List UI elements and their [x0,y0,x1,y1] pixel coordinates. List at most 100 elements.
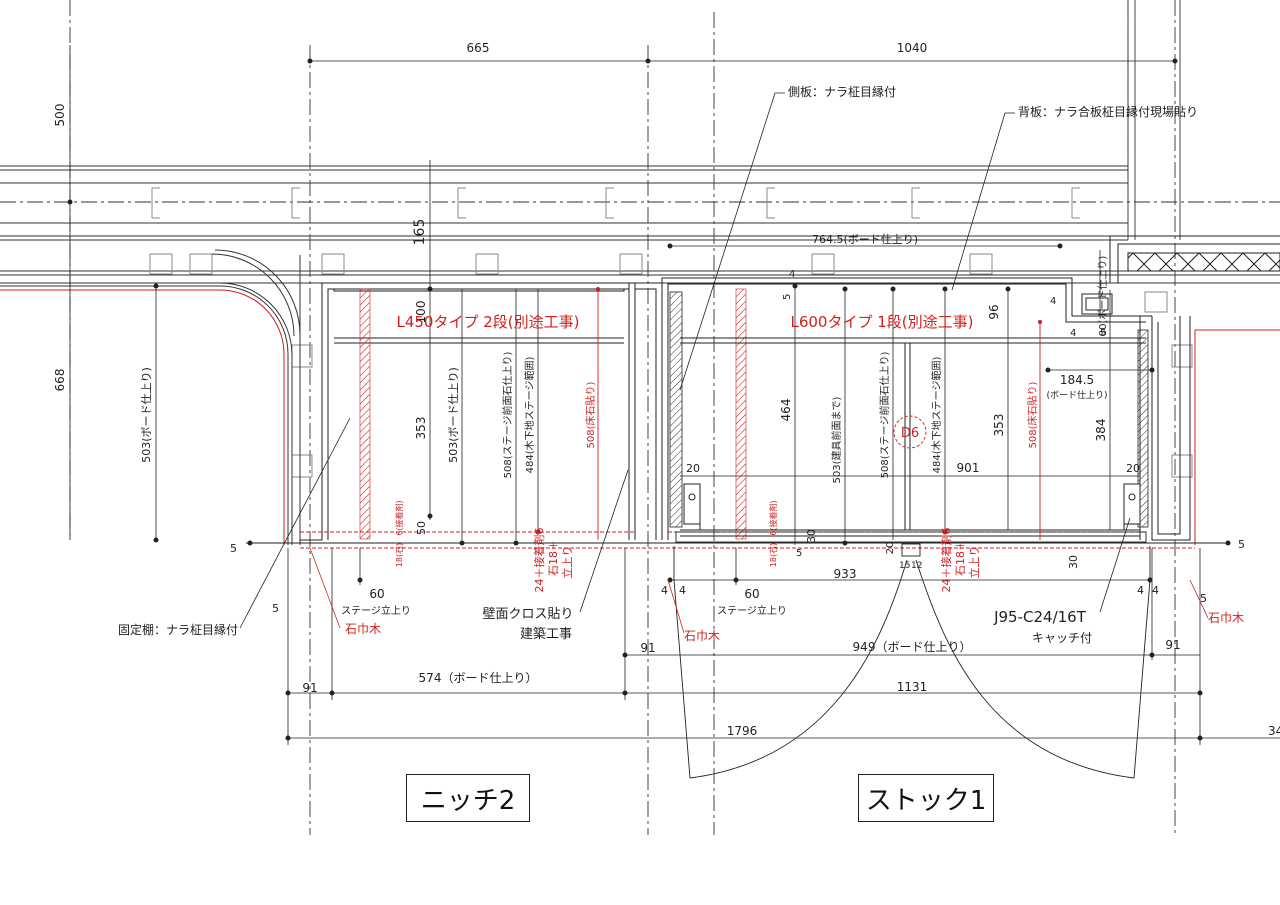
dim-4e: 4 [679,584,686,597]
red-dimension-lines [597,289,1041,540]
dim-933: 933 [834,567,857,581]
room-label-niche: ニッチ2 [406,774,530,822]
dim-384: 384 [1094,419,1108,442]
dim-165: 165 [412,219,428,246]
stock-side-left [669,291,683,528]
dim-96: 96 [987,304,1001,319]
stock-hatch [735,288,747,540]
dim-4g: 4 [1152,584,1159,597]
dim-stone-small-1: 18(石) [395,543,404,567]
dim-508b: 508(ステージ前面石仕上り) [878,352,891,479]
center-pillar [628,282,663,540]
dim-100: 100 [414,301,428,324]
dim-184-sub: (ボード仕上り) [1046,389,1107,401]
dim-5-stock: 5 [796,548,802,559]
dim-1040: 1040 [897,41,928,55]
dim-4c: 4 [1070,328,1076,339]
dim-5b: 5 [1100,328,1106,339]
hinges [683,483,1141,530]
dim-stone-right-3: 立上り [967,546,981,579]
dim-668: 668 [53,369,67,392]
label-ishihaba-mid: 石巾木 [684,629,720,643]
label-hardware: J95-C24/16T [993,608,1087,626]
label-wall-cloth: 壁面クロス貼り [482,607,573,622]
stock-side-right [1137,329,1149,528]
label-stage-left: ステージ立上り [341,604,411,617]
floor-line [246,531,1230,549]
dim-stone-right-2: 石18＋ [954,540,967,576]
dim-1796: 1796 [727,724,758,738]
dim-353a: 353 [414,417,428,440]
dim-stone-left-1: 24＋接着剤6 [532,528,546,593]
dim-adh-small-1: 6(接着剤) [394,500,404,535]
dim-5a: 5 [782,294,793,300]
dim-901: 901 [957,461,980,475]
dim-500: 500 [53,104,67,127]
dim-91b: 91 [1165,638,1180,652]
finish-lines [0,289,1280,545]
red-dots [535,287,1042,535]
red-dimension-texts: 508(床石貼り) 508(床石貼り) 24＋接着剤6 石18＋ 立上り 24＋… [394,381,1039,592]
dim-484a: 484(木下地ステージ範囲) [523,357,536,474]
dim-508a: 508(ステージ前面石仕上り) [501,352,514,479]
label-catch: キャッチ付 [1032,631,1092,645]
dim-30b: 30 [1067,555,1080,569]
dim-1131: 1131 [897,680,928,694]
dim-5f: 5 [1200,592,1207,605]
dim-503-left: 503(ボード仕上り) [140,367,153,463]
door-swing [673,543,1151,779]
dim-4b: 4 [1050,296,1056,307]
upper-right-insulation [1127,252,1280,272]
dim-34: 34 [1268,724,1280,738]
dim-15: 15 [899,561,910,571]
dim-91c: 91 [302,681,317,695]
label-backboard: 背板：ナラ合板柾目縁付現場貼り [1018,104,1198,119]
dim-464: 464 [779,399,793,422]
label-arch-work: 建築工事 [520,627,572,642]
room-label-niche-text: ニッチ2 [420,785,516,816]
dim-20a: 20 [686,462,700,475]
dim-484b: 484(木下地ステージ範囲) [930,357,943,474]
leader-lines [239,92,1131,629]
dim-4a: 4 [789,269,795,280]
label-ishihaba-left: 石巾木 [345,622,381,636]
label-type-l600: L600タイプ 1段(別途工事) [790,313,973,331]
dim-503a: 503(ボード仕上り) [447,367,460,463]
dim-5c: 5 [230,542,237,555]
label-texts: 側板：ナラ柾目縁付 背板：ナラ合板柾目縁付現場貼り L450タイプ 2段(別途工… [118,84,1244,645]
dim-508-floor-b: 508(床石貼り) [1026,381,1039,448]
dim-80: 80(ボード仕上り) [1096,256,1109,337]
dim-665: 665 [467,41,490,55]
dim-4d: 4 [661,584,668,597]
dim-574: 574（ボード仕上り） [419,671,538,685]
dim-12: 12 [911,561,922,571]
curved-wall [0,249,301,545]
dim-91a: 91 [640,641,655,655]
room-label-stock-text: ストック1 [865,785,987,816]
dim-60a: 60 [369,587,384,601]
label-fixed-shelf: 固定棚：ナラ柾目縁付 [118,622,238,637]
dim-5d: 5 [1238,538,1245,551]
dim-20c: 20 [885,542,896,555]
dim-20b: 20 [1126,462,1140,475]
dim-184: 184.5 [1060,373,1094,387]
grid-lines [0,0,1280,835]
dim-stone-small-2: 18(石) [769,543,778,567]
red-leader-lines [309,547,1209,634]
dim-stone-left-2: 石18＋ [547,540,560,576]
dim-4f: 4 [1137,584,1144,597]
dim-764: 764.5(ボード仕上り) [812,233,918,246]
dim-353b: 353 [992,414,1006,437]
dim-50: 50 [415,521,428,535]
label-sideboard: 側板：ナラ柾目縁付 [788,84,896,99]
dim-5e: 5 [272,602,279,615]
label-type-l450: L450タイプ 2段(別途工事) [396,313,579,331]
label-d6: D6 [901,426,919,441]
dim-508-floor-a: 508(床石貼り) [584,381,597,448]
dim-503b: 503(建具前面まで) [830,396,843,483]
upper-right-wall [1109,235,1280,283]
dim-949: 949（ボード仕上り） [853,640,972,654]
dim-30a: 30 [805,529,818,543]
dim-adh-small-2: 6(接着剤) [768,500,778,535]
